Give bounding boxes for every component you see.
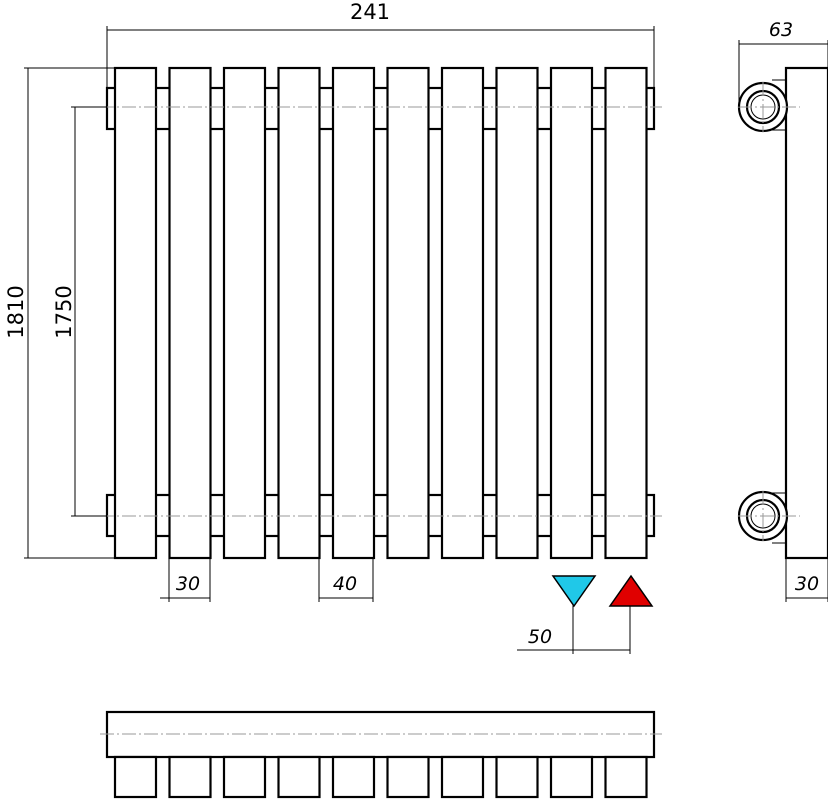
front-view (100, 66, 662, 560)
dimension-section-gap: 40 (333, 573, 357, 595)
side-panel (784, 66, 828, 560)
return-flow-marker (551, 575, 597, 608)
dimension-axis-distance: 1750 (52, 285, 76, 338)
dimension-side-depth: 30 (795, 573, 819, 595)
top-view-section (168, 755, 212, 799)
top-view-section (495, 755, 539, 799)
radiator-section (386, 66, 430, 560)
top-view-section (386, 755, 430, 799)
dimension-section-width: 30 (176, 573, 200, 595)
top-view-section (604, 755, 648, 799)
top-view-section (549, 755, 594, 799)
radiator-section (549, 66, 594, 560)
radiator-section (113, 66, 158, 560)
dimension-depth: 63 (769, 19, 793, 41)
side-view (737, 66, 828, 560)
dimension-overall-height: 1810 (4, 285, 28, 338)
radiator-section (222, 66, 267, 560)
top-view (100, 710, 662, 799)
dimension-lines (24, 26, 828, 654)
radiator-section (604, 66, 648, 560)
top-view-section (222, 755, 267, 799)
top-view-section (331, 755, 376, 799)
radiator-section (495, 66, 539, 560)
radiator-section (440, 66, 485, 560)
top-view-section (277, 755, 321, 799)
radiator-section (277, 66, 321, 560)
radiator-section (168, 66, 212, 560)
radiator-section (331, 66, 376, 560)
connection-markers (551, 574, 654, 608)
top-view-section (440, 755, 485, 799)
dimension-labels: 241 1810 1750 63 30 40 30 50 (4, 0, 819, 648)
supply-flow-marker (608, 574, 654, 607)
dimension-overall-width: 241 (350, 0, 390, 24)
dimension-connection-offset: 50 (528, 626, 552, 648)
top-view-section (113, 755, 158, 799)
